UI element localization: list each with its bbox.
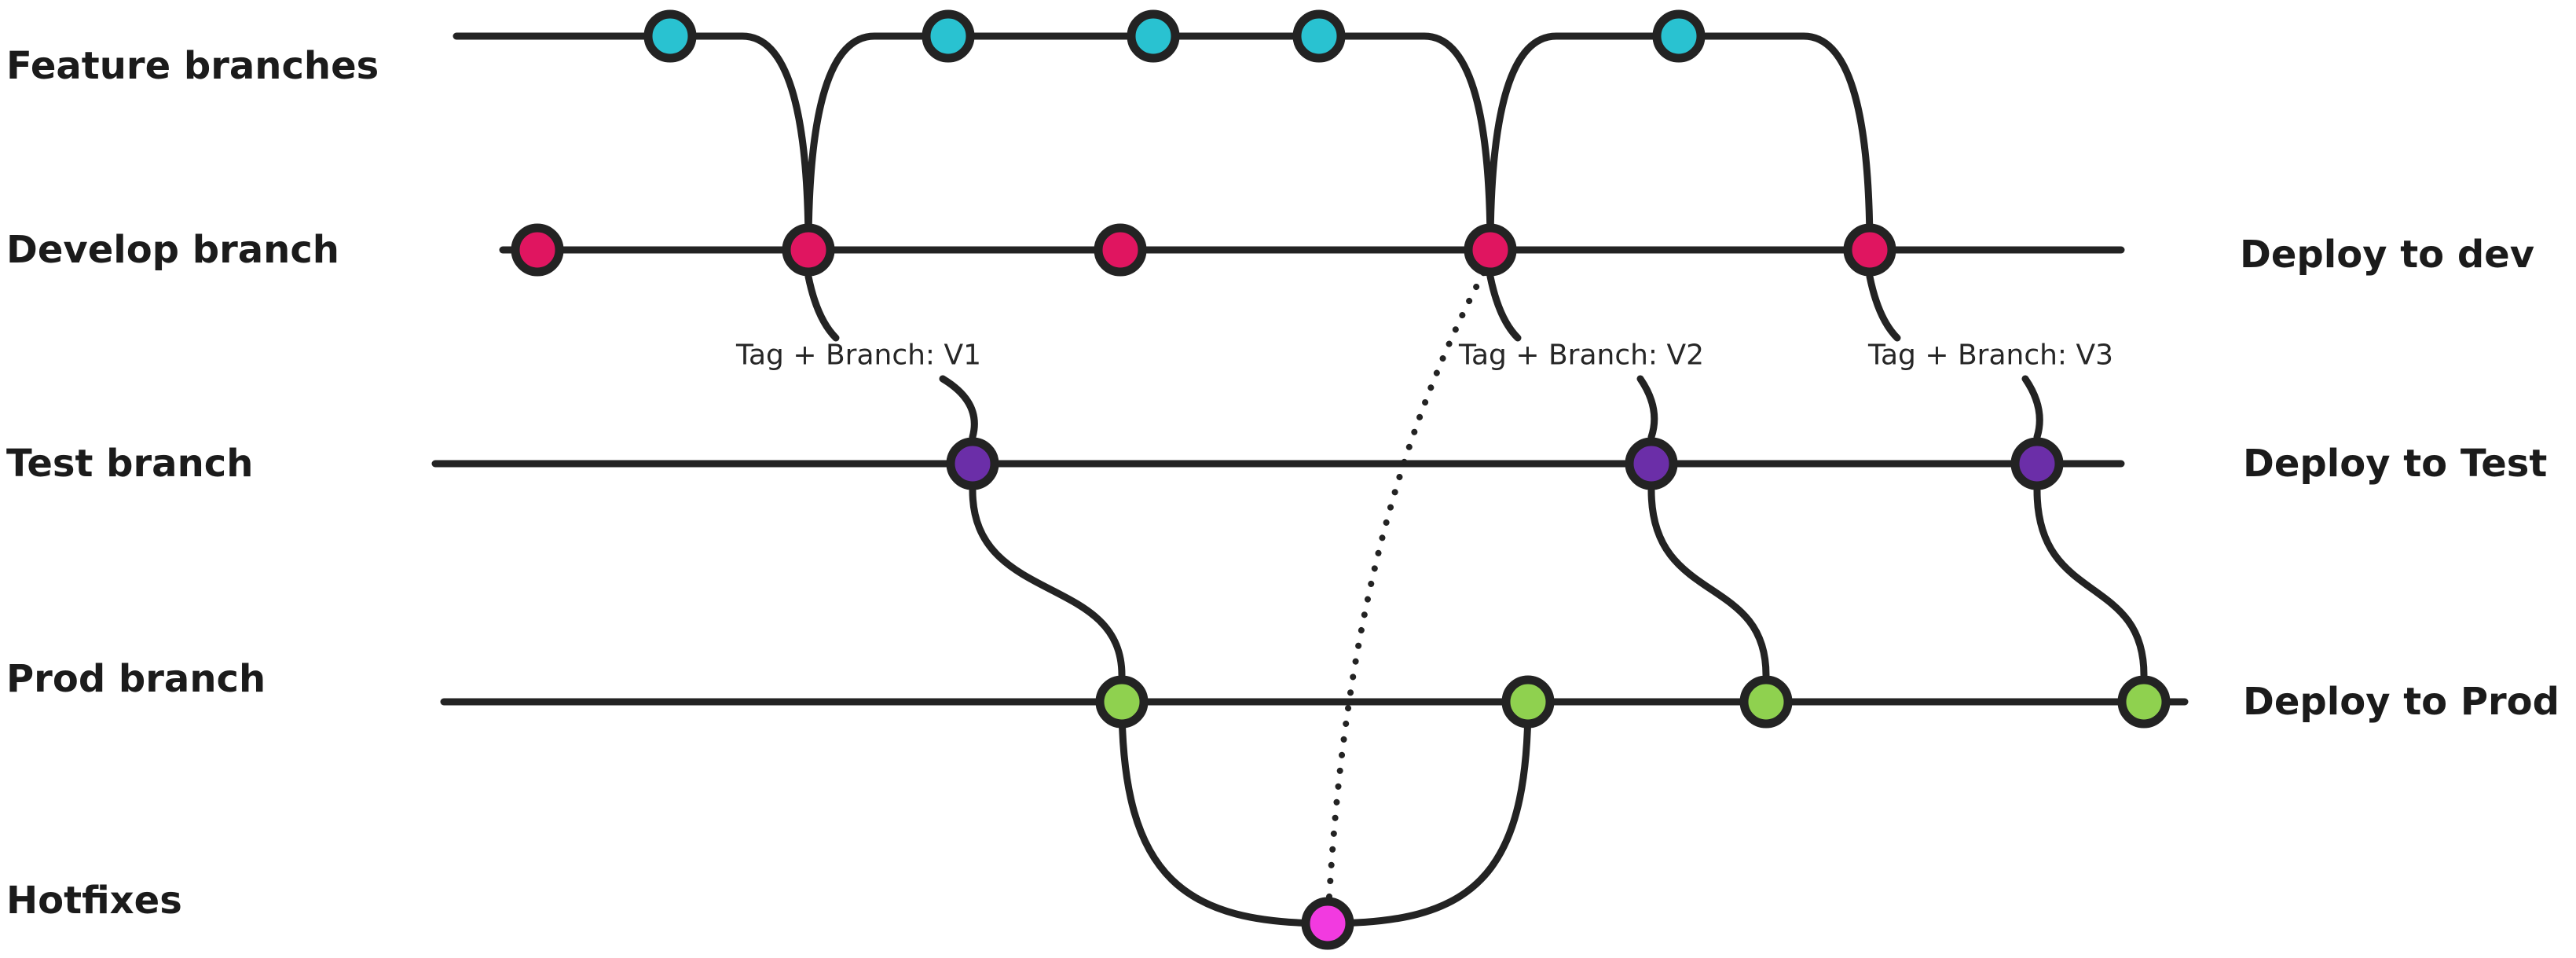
commit-node-feature-5 — [1652, 9, 1706, 63]
commit-node-test-3 — [2010, 437, 2064, 490]
edge-tag-v3-tail — [1866, 273, 1901, 342]
edge-tag-v2-tail — [1486, 273, 1522, 342]
commit-node-prod-2 — [1501, 675, 1555, 729]
tag-label-v2: Tag + Branch: V2 — [1458, 340, 1704, 372]
commit-node-develop-3 — [1094, 223, 1147, 277]
tag-label-v3: Tag + Branch: V3 — [1867, 340, 2113, 372]
commit-node-feature-2 — [922, 9, 975, 63]
commit-node-develop-5 — [1843, 223, 1896, 277]
row-label-develop: Develop branch — [6, 228, 339, 272]
deploy-label-prod: Deploy to Prod — [2243, 680, 2560, 724]
edge-merge-test3-to-prod4 — [2033, 486, 2148, 679]
commit-node-feature-1 — [643, 9, 697, 63]
deploy-label-develop: Deploy to dev — [2240, 233, 2534, 277]
row-label-hotfix: Hotfixes — [6, 879, 182, 923]
edge-merge-test1-to-prod1 — [969, 486, 1126, 679]
commit-node-hotfix-1 — [1301, 897, 1354, 950]
tag-label-v1: Tag + Branch: V1 — [735, 340, 981, 372]
edge-tag-v2-to-test — [1636, 375, 1658, 441]
commit-node-test-1 — [946, 437, 999, 490]
row-label-prod: Prod branch — [6, 657, 266, 701]
commit-node-feature-3 — [1127, 9, 1180, 63]
edge-tag-v1-to-test — [939, 375, 978, 441]
commit-node-develop-1 — [511, 223, 564, 277]
edge-merge-test2-to-prod3 — [1647, 486, 1770, 679]
edge-hotfix-to-develop-dotted — [1326, 260, 1492, 900]
row-label-test: Test branch — [6, 442, 253, 486]
commit-node-develop-2 — [782, 223, 835, 277]
row-label-feature: Feature branches — [6, 44, 379, 88]
commit-node-test-2 — [1625, 437, 1678, 490]
deploy-label-test: Deploy to Test — [2243, 442, 2547, 486]
commit-node-feature-4 — [1292, 9, 1346, 63]
edge-tag-v3-to-test — [2021, 375, 2043, 441]
edge-tag-v1-tail — [804, 273, 840, 342]
commit-node-prod-4 — [2117, 675, 2171, 729]
commit-node-prod-3 — [1739, 675, 1793, 729]
commit-node-develop-4 — [1464, 223, 1517, 277]
commit-node-prod-1 — [1095, 675, 1149, 729]
